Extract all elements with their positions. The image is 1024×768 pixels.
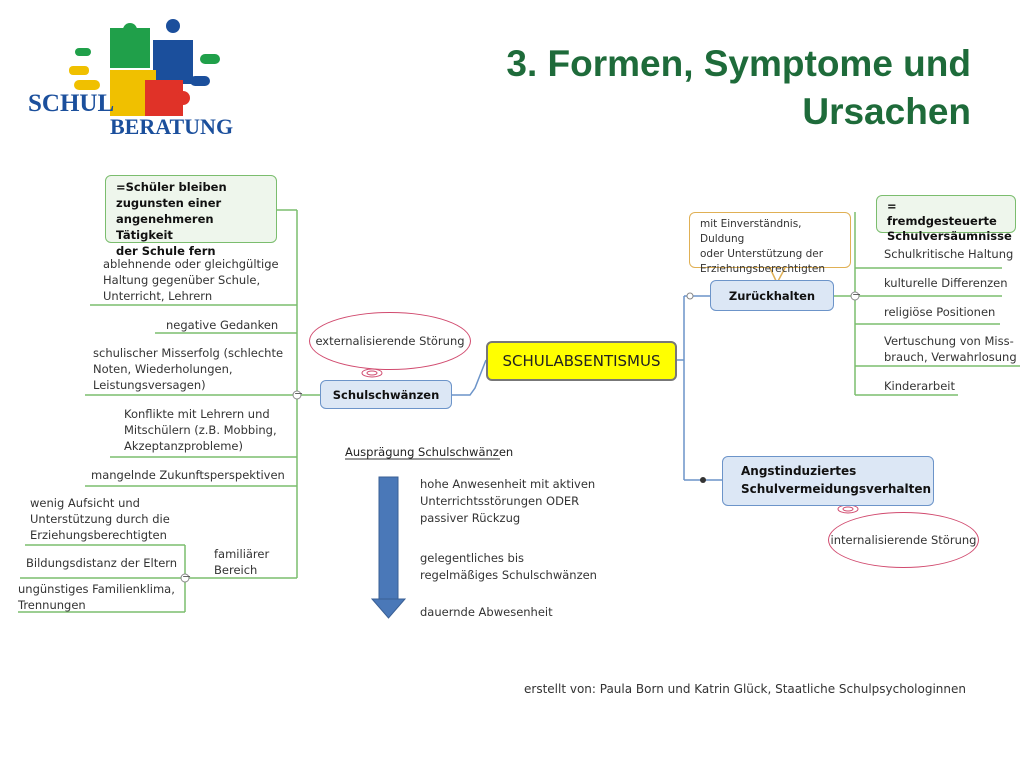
node-schulabsentismus[interactable]: SCHULABSENTISMUS: [486, 341, 677, 381]
item-haltung: ablehnende oder gleichgültige Haltung ge…: [103, 257, 279, 303]
zk-item-vertuschung: Vertuschung von Miss- brauch, Verwahrlos…: [884, 334, 1017, 364]
node-schulschwaenzen[interactable]: Schulschwänzen: [320, 380, 452, 409]
node-angstinduziert[interactable]: Angstinduziertes Schulvermeidungsverhalt…: [722, 456, 934, 506]
zk-item-religioes: religiöse Positionen: [884, 305, 996, 319]
item-konflikte: Konflikte mit Lehrern und Mitschülern (z…: [124, 407, 277, 453]
auspraegung-level-2: gelegentliches bis regelmäßiges Schulsch…: [420, 551, 597, 582]
ellipse-externalisierend: externalisierende Störung: [309, 312, 471, 370]
ellipse-internalisierend: internalisierende Störung: [828, 512, 979, 568]
auspraegung-level-3: dauernde Abwesenheit: [420, 605, 553, 619]
arrow-down-icon: [370, 476, 407, 619]
auspraegung-heading: Ausprägung Schulschwänzen: [345, 445, 514, 459]
logo-text-schul: SCHUL: [28, 90, 115, 117]
page-title: 3. Formen, Symptome und Ursachen: [506, 40, 971, 136]
schulschwaenzen-definition: =Schüler bleiben zugunsten einer angeneh…: [105, 175, 277, 258]
item-zukunft: mangelnde Zukunftsperspektiven: [91, 468, 285, 482]
minus-icon[interactable]: −: [852, 288, 862, 301]
familiar-item-familienklima: ungünstiges Familienklima, Trennungen: [18, 582, 175, 612]
logo: SCHUL BERATUNG: [25, 18, 255, 143]
minus-icon[interactable]: −: [294, 387, 304, 400]
zurueckhalten-note: mit Einverständnis, Duldung oder Unterst…: [689, 212, 851, 275]
familiar-item-bildungsdistanz: Bildungsdistanz der Eltern: [26, 556, 178, 570]
auspraegung-level-1: hohe Anwesenheit mit aktiven Unterrichts…: [420, 477, 596, 525]
logo-text-beratung: BERATUNG: [110, 114, 234, 139]
zurueckhalten-definition: = fremdgesteuerte Schulversäumnisse: [876, 195, 1016, 243]
minus-icon[interactable]: −: [182, 570, 192, 583]
familiar-item-aufsicht: wenig Aufsicht und Unterstützung durch d…: [30, 496, 170, 542]
zk-item-kinderarbeit: Kinderarbeit: [884, 379, 955, 393]
zk-item-kulturell: kulturelle Differenzen: [884, 276, 1008, 290]
title-line-2: Ursachen: [802, 91, 971, 132]
node-zurueckhalten[interactable]: Zurückhalten: [710, 280, 834, 311]
puzzle-logo-icon: [69, 19, 220, 116]
title-line-1: 3. Formen, Symptome und: [506, 43, 971, 84]
zk-item-schulkritisch: Schulkritische Haltung: [884, 247, 1014, 261]
item-negative-gedanken: negative Gedanken: [166, 318, 279, 332]
familiar-label: familiärer Bereich: [214, 547, 270, 577]
item-misserfolg: schulischer Misserfolg (schlechte Noten,…: [93, 346, 284, 392]
credit-line: erstellt von: Paula Born und Katrin Glüc…: [524, 682, 966, 696]
